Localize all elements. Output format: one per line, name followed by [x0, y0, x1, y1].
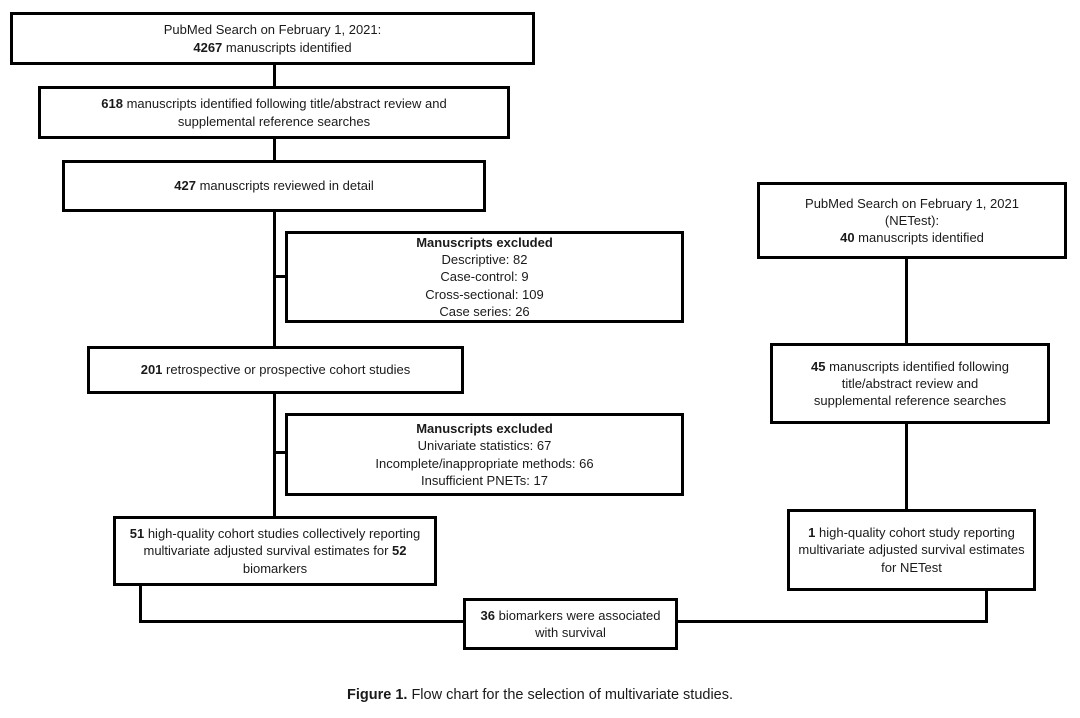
node-excluded-study-design: Manuscripts excluded Descriptive: 82 Cas…	[285, 231, 684, 323]
excluded-item: Incomplete/inappropriate methods: 66	[375, 455, 594, 471]
node-title-abstract-review: 618 manuscripts identified following tit…	[38, 86, 510, 139]
node-biomarkers-survival: 36 biomarkers were associated with survi…	[463, 598, 678, 650]
node-excluded-methods: Manuscripts excluded Univariate statisti…	[285, 413, 684, 496]
node-text-line: 45 manuscripts identified following	[810, 358, 1009, 374]
connector-netest-to-survival	[678, 620, 988, 623]
node-text-line: for NETest	[881, 559, 942, 575]
node-pubmed-search: PubMed Search on February 1, 2021: 4267 …	[10, 12, 535, 65]
node-netest-review: 45 manuscripts identified following titl…	[770, 343, 1050, 424]
excluded-item: Insufficient PNETs: 17	[421, 472, 548, 488]
node-text-line: 1 high-quality cohort study reporting	[808, 525, 1015, 541]
node-text-line: (NETest):	[884, 212, 940, 228]
excluded-item: Univariate statistics: 67	[417, 438, 552, 454]
node-text-line: 618 manuscripts identified following tit…	[101, 96, 447, 112]
node-reviewed-in-detail: 427 manuscripts reviewed in detail	[62, 160, 486, 212]
connector-reviewed-to-cohort	[273, 212, 276, 346]
node-text-line: supplemental reference searches	[813, 393, 1007, 409]
node-text-line: 51 high-quality cohort studies collectiv…	[129, 526, 421, 576]
node-text-line: multivariate adjusted survival estimates	[798, 542, 1025, 558]
figure-caption: Figure 1. Flow chart for the selection o…	[0, 687, 1080, 703]
connector-netestscreened-to-highquality	[905, 424, 908, 509]
connector-stub-excluded-design	[275, 275, 287, 278]
node-text-line: 40 manuscripts identified	[840, 230, 984, 246]
node-high-quality-studies: 51 high-quality cohort studies collectiv…	[113, 516, 437, 586]
connector-highquality-to-survival	[139, 620, 465, 623]
excluded-item: Cross-sectional: 109	[425, 286, 544, 302]
node-netest-search: PubMed Search on February 1, 2021 (NETes…	[757, 182, 1067, 259]
node-text-line: 427 manuscripts reviewed in detail	[174, 178, 374, 194]
excluded-item: Case series: 26	[439, 303, 530, 319]
node-text-line: supplemental reference searches	[177, 113, 371, 129]
node-text-line: PubMed Search on February 1, 2021	[805, 195, 1019, 211]
connector-cohort-to-highquality	[273, 394, 276, 516]
figure-caption-label: Figure 1.	[346, 687, 408, 703]
node-text-line: 4267 manuscripts identified	[193, 39, 352, 55]
node-text-line: with survival	[535, 625, 606, 640]
excluded-title: Manuscripts excluded	[416, 421, 553, 437]
excluded-item: Case-control: 9	[440, 269, 529, 285]
node-text-line: PubMed Search on February 1, 2021:	[163, 22, 382, 38]
node-text-line: 201 retrospective or prospective cohort …	[140, 362, 411, 378]
node-text-line: 36 biomarkers were associated	[480, 607, 661, 623]
excluded-item: Descriptive: 82	[441, 252, 528, 268]
excluded-title: Manuscripts excluded	[416, 235, 553, 251]
connector-highquality-down	[139, 586, 142, 623]
connector-screened-to-reviewed	[273, 139, 276, 160]
connector-netest-down	[985, 591, 988, 623]
node-cohort-studies: 201 retrospective or prospective cohort …	[87, 346, 464, 394]
connector-netestsearch-to-screened	[905, 259, 908, 343]
connector-search-to-screened	[273, 65, 276, 86]
figure-caption-text: Flow chart for the selection of multivar…	[407, 687, 734, 703]
connector-stub-excluded-methods	[275, 451, 287, 454]
node-text-line: title/abstract review and	[841, 375, 979, 391]
node-netest-high-quality: 1 high-quality cohort study reporting mu…	[787, 509, 1036, 591]
